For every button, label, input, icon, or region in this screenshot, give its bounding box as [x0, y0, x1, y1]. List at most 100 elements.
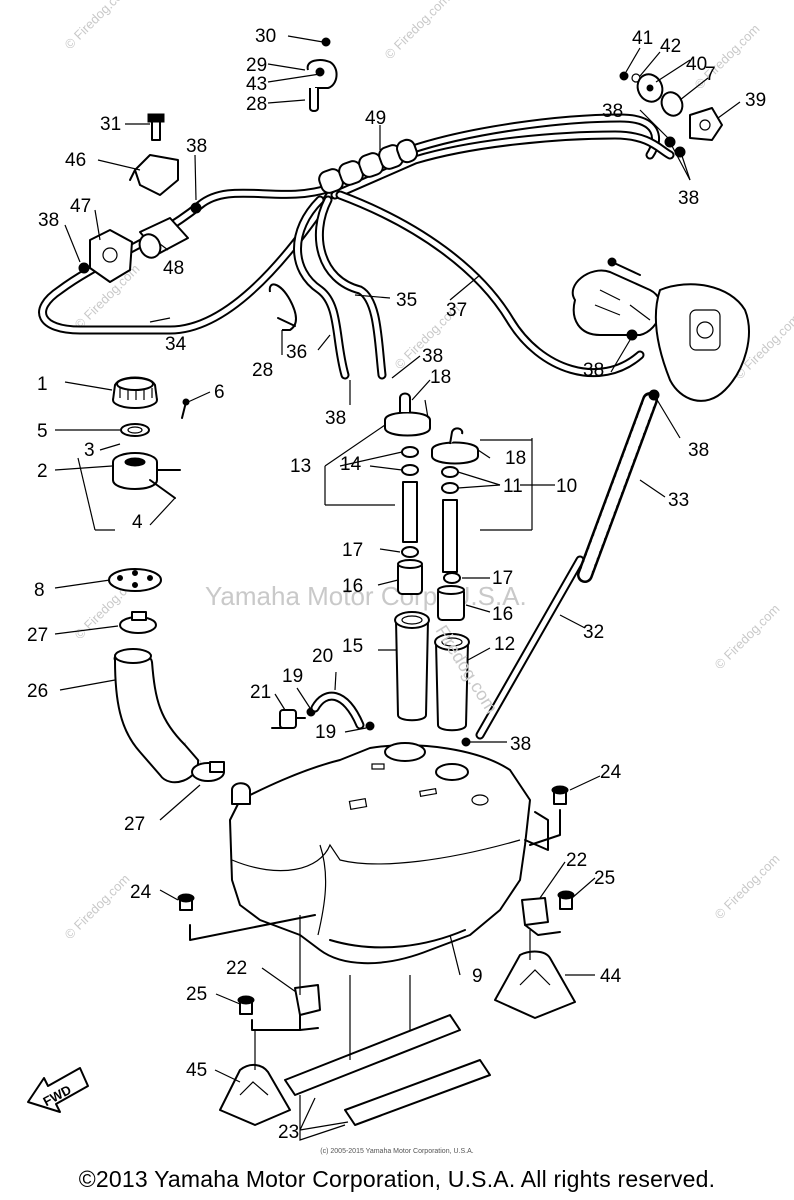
fuel-hose-35-inner — [316, 197, 385, 378]
callout-38: 38 — [186, 136, 207, 157]
watermark-brand: © Firedog.com — [712, 601, 783, 672]
callout-numbers: 30 29 43 28 31 46 38 47 38 48 34 49 41 4… — [27, 26, 766, 1143]
callout-16: 16 — [342, 576, 363, 597]
leader-lines — [54, 35, 741, 1131]
callout-38: 38 — [422, 346, 443, 367]
part-13-pipe — [402, 481, 418, 543]
part-29-clamp — [306, 59, 338, 112]
callout-46: 46 — [65, 150, 86, 171]
small-copyright: (c) 2005-2015 Yamaha Motor Corporation, … — [320, 1148, 474, 1155]
callout-13: 13 — [290, 456, 311, 477]
callout-19: 19 — [315, 722, 336, 743]
callout-6: 6 — [214, 382, 225, 403]
part-25-bolt-a — [237, 995, 301, 1031]
callout-38: 38 — [510, 734, 531, 755]
callout-38: 38 — [38, 210, 59, 231]
part-48-fuel-filter — [138, 217, 189, 259]
callout-34: 34 — [165, 334, 187, 355]
part-24-bolt-a — [177, 893, 316, 941]
callout-31: 31 — [100, 114, 121, 135]
callout-36: 36 — [286, 342, 307, 363]
part-1-fuel-cap — [112, 376, 158, 409]
part-22-bracket-a — [294, 984, 321, 1031]
callout-14: 14 — [340, 454, 362, 475]
callout-2: 2 — [37, 461, 48, 482]
callout-49: 49 — [365, 108, 386, 129]
part-16-strainer-b — [437, 585, 465, 621]
callout-17: 17 — [492, 568, 513, 589]
fwd-arrow-icon: FWD — [27, 1067, 89, 1113]
callout-17: 17 — [342, 540, 363, 561]
part-28-band — [268, 283, 297, 331]
part-46-bracket — [129, 154, 179, 196]
callout-3: 3 — [84, 440, 95, 461]
callout-40: 40 — [686, 54, 707, 75]
callout-15: 15 — [342, 636, 363, 657]
callout-4: 4 — [132, 512, 143, 533]
part-39-fuel-cock — [689, 107, 723, 141]
callout-44: 44 — [600, 966, 622, 987]
callout-42: 42 — [660, 36, 681, 57]
callout-1: 1 — [37, 374, 48, 395]
part-38-clip-e — [626, 329, 638, 341]
part-44-mount — [494, 950, 576, 1019]
callout-9: 9 — [472, 966, 483, 987]
callout-47: 47 — [70, 196, 91, 217]
part-18-cap-a — [384, 392, 431, 437]
watermark-brand: © Firedog.com — [62, 0, 133, 52]
part-11-nuts — [441, 466, 459, 494]
callout-35: 35 — [396, 290, 417, 311]
callout-32: 32 — [583, 622, 604, 643]
callout-41: 41 — [632, 28, 653, 49]
callout-7: 7 — [705, 64, 716, 85]
callout-26: 26 — [27, 681, 48, 702]
callout-29: 29 — [246, 55, 267, 76]
part-38-clip-b — [78, 262, 90, 274]
part-17-clip-b — [443, 572, 461, 584]
part-27-clamp-b — [191, 761, 225, 782]
callout-8: 8 — [34, 580, 45, 601]
part-45-mount — [219, 1064, 291, 1126]
callout-16: 16 — [492, 604, 513, 625]
callout-22: 22 — [566, 850, 587, 871]
copyright-footer: ©2013 Yamaha Motor Corporation, U.S.A. A… — [78, 1166, 716, 1192]
callout-37: 37 — [446, 300, 467, 321]
fuel-hose-37-inner — [337, 192, 643, 376]
part-10-pipe — [442, 499, 458, 573]
part-19-clip-b — [365, 721, 375, 731]
part-38-clip-f — [648, 389, 660, 401]
watermark-brand: © Firedog.com — [382, 0, 453, 62]
fuel-hose-36-inner — [295, 197, 348, 378]
callout-23: 23 — [278, 1122, 299, 1143]
part-23-straps — [284, 1014, 491, 1141]
callout-11: 11 — [503, 476, 523, 497]
part-8-gasket — [108, 568, 162, 592]
callout-24: 24 — [130, 882, 152, 903]
callout-39: 39 — [745, 90, 766, 111]
part-5-gasket — [120, 423, 150, 437]
callout-38: 38 — [583, 360, 604, 381]
carburetor-assembly — [571, 257, 750, 402]
callout-30: 30 — [255, 26, 276, 47]
callout-38: 38 — [688, 440, 709, 461]
part-14-nuts — [401, 446, 419, 476]
hose-protector-49 — [318, 138, 418, 194]
callout-33: 33 — [668, 490, 689, 511]
part-17-clip-a — [401, 546, 419, 558]
callout-12: 12 — [494, 634, 515, 655]
callout-20: 20 — [312, 646, 333, 667]
callout-38: 38 — [678, 188, 699, 209]
callout-28: 28 — [252, 360, 273, 381]
part-38-clip-a — [190, 202, 202, 214]
callout-22: 22 — [226, 958, 247, 979]
part-41-screw — [619, 71, 629, 81]
callout-28: 28 — [246, 94, 267, 115]
callout-43: 43 — [246, 74, 267, 95]
part-9-fuel-tank — [229, 742, 549, 965]
part-16-strainer-a — [397, 559, 423, 595]
callout-18: 18 — [430, 367, 451, 388]
part-38-clip-g — [461, 737, 471, 747]
part-20-vent-hose — [310, 691, 365, 730]
part-6-screw — [181, 398, 190, 419]
callout-27: 27 — [124, 814, 145, 835]
